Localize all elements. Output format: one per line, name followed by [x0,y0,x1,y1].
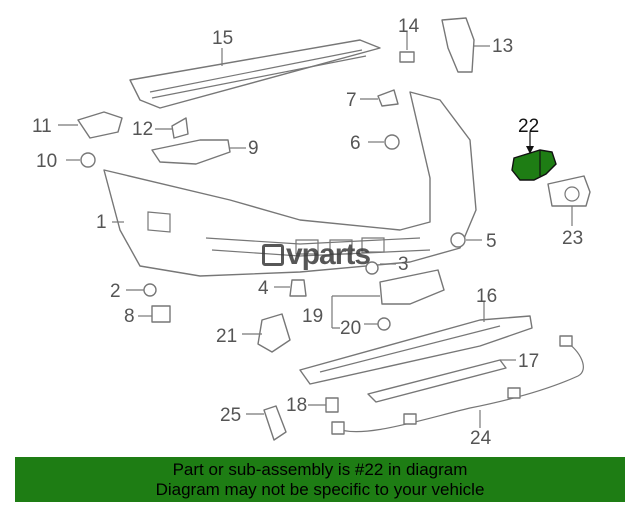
label-16: 16 [476,286,497,307]
part-15-step-pad [129,39,381,109]
part-19-reflector [331,269,445,329]
part-6-clip [368,134,400,150]
label-7: 7 [346,90,357,111]
label-9: 9 [248,138,259,159]
part-18-bolt [308,397,339,413]
part-4-bolt [274,279,307,297]
part-11-bracket [58,111,123,139]
label-2: 2 [110,281,121,302]
v-box-logo-icon [262,244,284,266]
vparts-watermark: vparts [262,238,371,272]
part-16-reinforcement [299,302,533,385]
label-18: 18 [286,395,307,416]
part-10-clip [66,152,96,168]
label-22: 22 [518,116,539,137]
footer-banner: Part or sub-assembly is #22 in diagram D… [15,457,625,502]
label-6: 6 [350,133,361,154]
label-1: 1 [96,212,107,233]
part-2-clip [126,283,157,297]
part-14-clip [399,32,415,63]
part-17-retainer [367,359,516,403]
label-12: 12 [132,119,153,140]
part-12-clip [155,117,189,139]
label-19: 19 [302,306,323,327]
label-8: 8 [124,306,135,327]
label-14: 14 [398,16,420,37]
part-21-bracket [242,313,291,353]
label-15: 15 [212,28,233,49]
watermark-text: vparts [286,238,371,271]
part-20-clip [364,317,391,331]
part-7-clip [360,89,399,107]
footer-line-1: Part or sub-assembly is #22 in diagram [172,460,468,479]
label-17: 17 [518,351,539,372]
part-3-clip [365,261,396,275]
part-9-bracket [151,139,246,165]
label-20: 20 [340,318,361,339]
label-23: 23 [562,228,583,249]
label-4: 4 [258,278,269,299]
part-1-bumper-cover [103,91,477,277]
part-25-bracket [246,405,287,441]
label-24: 24 [470,428,492,449]
part-24-wire-harness [331,335,584,435]
part-5-clip [450,232,482,248]
part-8-pad [138,305,171,323]
part-23-sensor-bracket [547,175,591,226]
label-5: 5 [486,231,497,252]
label-25: 25 [220,405,241,426]
label-21: 21 [216,326,237,347]
label-11: 11 [32,116,52,137]
footer-line-2: Diagram may not be specific to your vehi… [155,480,485,499]
label-10: 10 [36,151,57,172]
label-3: 3 [398,254,409,275]
part-13-bracket [441,17,490,73]
part-22-parking-sensor [511,132,557,181]
label-13: 13 [492,36,513,57]
